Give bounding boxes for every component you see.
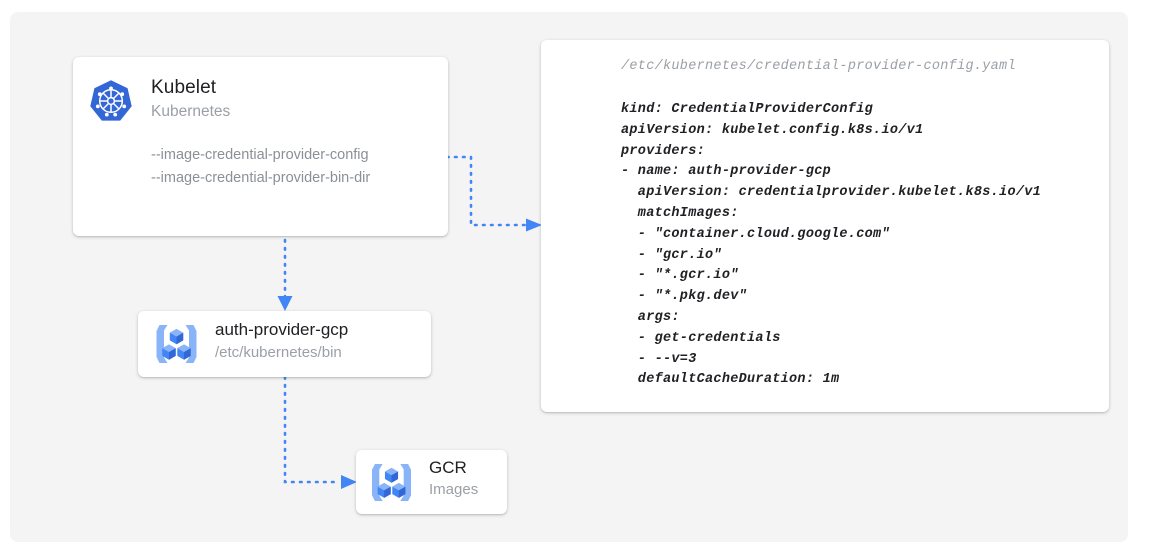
yaml-line: - "container.cloud.google.com" — [621, 226, 890, 242]
auth-provider-gcp-node-card[interactable]: auth-provider-gcp /etc/kubernetes/bin — [138, 311, 431, 377]
yaml-line: apiVersion: kubelet.config.k8s.io/v1 — [621, 122, 924, 138]
yaml-line: - "gcr.io" — [621, 247, 722, 263]
kubelet-flag-image-credential-provider-config: --image-credential-provider-config — [151, 147, 369, 163]
kubelet-node-card[interactable]: Kubelet Kubernetes --image-credential-pr… — [73, 57, 448, 236]
yaml-content: kind: CredentialProviderConfig apiVersion… — [621, 100, 1041, 391]
yaml-line: - get-credentials — [621, 330, 781, 346]
yaml-line: matchImages: — [621, 205, 739, 221]
kubelet-subtitle: Kubernetes — [151, 103, 231, 120]
gcr-node-card[interactable]: GCR Images — [356, 450, 507, 514]
yaml-line: - "*.pkg.dev" — [621, 289, 748, 305]
credential-provider-config-card[interactable]: /etc/kubernetes/credential-provider-conf… — [541, 40, 1109, 412]
container-registry-icon — [156, 325, 197, 363]
auth-provider-title: auth-provider-gcp — [215, 320, 349, 339]
kubelet-flag-image-credential-provider-bin-dir: --image-credential-provider-bin-dir — [151, 170, 371, 186]
kubernetes-logo-icon — [90, 80, 132, 121]
yaml-line: providers: — [621, 143, 706, 159]
container-registry-icon — [371, 463, 412, 502]
yaml-line: - "*.gcr.io" — [621, 268, 739, 284]
yaml-line: kind: CredentialProviderConfig — [621, 102, 874, 117]
yaml-line: defaultCacheDuration: 1m — [621, 372, 840, 388]
yaml-filename-label: /etc/kubernetes/credential-provider-conf… — [621, 59, 1016, 74]
gcr-subtitle: Images — [429, 481, 479, 498]
auth-provider-subtitle: /etc/kubernetes/bin — [215, 344, 342, 361]
gcr-title: GCR — [429, 458, 467, 477]
yaml-line: - name: auth-provider-gcp — [621, 164, 832, 180]
yaml-line: apiVersion: credentialprovider.kubelet.k… — [621, 185, 1042, 201]
yaml-line: args: — [621, 309, 680, 325]
kubelet-title: Kubelet — [151, 77, 217, 98]
yaml-line: - --v=3 — [621, 351, 697, 367]
